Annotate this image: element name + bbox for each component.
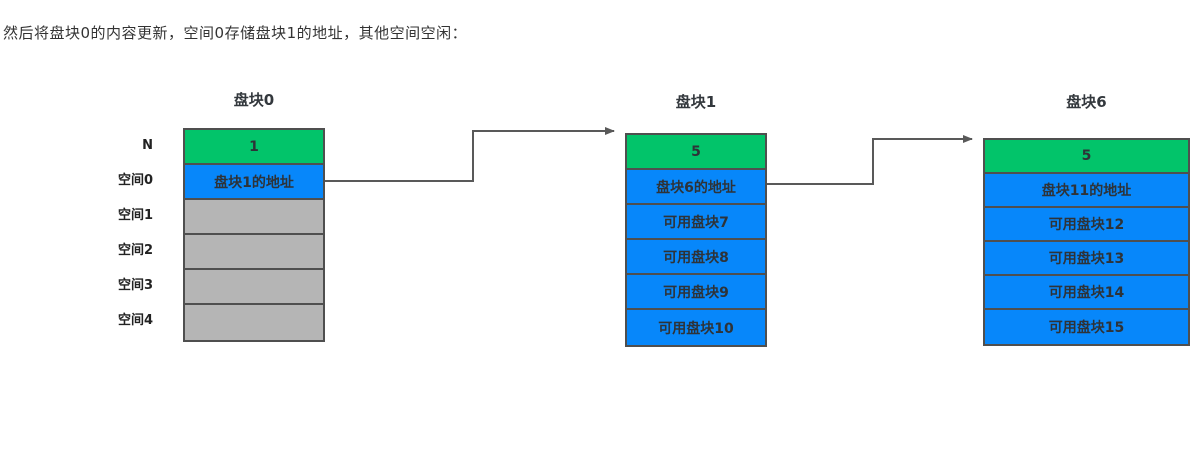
block0-table: 1 盘块1的地址 bbox=[183, 128, 325, 342]
block6-cell-free: 可用盘块13 bbox=[985, 242, 1188, 276]
block6-cell-free: 可用盘块15 bbox=[985, 310, 1188, 344]
block0-title: 盘块0 bbox=[233, 91, 275, 109]
arrow-block1-to-block6 bbox=[767, 135, 973, 185]
block1-cell-pointer: 盘块6的地址 bbox=[627, 170, 765, 205]
row-label-space1: 空间1 bbox=[117, 208, 153, 223]
block1-cell-free: 可用盘块9 bbox=[627, 275, 765, 310]
block0-cell-count: 1 bbox=[185, 130, 323, 165]
block1-cell-free: 可用盘块10 bbox=[627, 310, 765, 345]
row-label-column: N 空间0 空间1 空间2 空间3 空间4 bbox=[60, 128, 157, 338]
row-label-space3: 空间3 bbox=[117, 278, 153, 293]
block6-table: 5 盘块11的地址 可用盘块12 可用盘块13 可用盘块14 可用盘块15 bbox=[983, 138, 1190, 346]
block1-cell-free: 可用盘块7 bbox=[627, 205, 765, 240]
block6-cell-pointer: 盘块11的地址 bbox=[985, 174, 1188, 208]
page-title: 然后将盘块0的内容更新，空间0存储盘块1的地址，其他空间空闲： bbox=[3, 24, 468, 42]
row-label-space0: 空间0 bbox=[117, 173, 153, 188]
block0-cell-pointer: 盘块1的地址 bbox=[185, 165, 323, 200]
block6-cell-count: 5 bbox=[985, 140, 1188, 174]
block1-title: 盘块1 bbox=[675, 93, 717, 111]
arrow-block0-to-block1 bbox=[325, 127, 615, 182]
block6-cell-free: 可用盘块14 bbox=[985, 276, 1188, 310]
block0-cell-empty bbox=[185, 200, 323, 235]
row-label-n: N bbox=[142, 138, 153, 153]
block1-cell-free: 可用盘块8 bbox=[627, 240, 765, 275]
block0-cell-empty bbox=[185, 305, 323, 340]
block1-table: 5 盘块6的地址 可用盘块7 可用盘块8 可用盘块9 可用盘块10 bbox=[625, 133, 767, 347]
block1-cell-count: 5 bbox=[627, 135, 765, 170]
block6-cell-free: 可用盘块12 bbox=[985, 208, 1188, 242]
block6-title: 盘块6 bbox=[1066, 93, 1107, 111]
block0-cell-empty bbox=[185, 270, 323, 305]
block0-cell-empty bbox=[185, 235, 323, 270]
row-label-space4: 空间4 bbox=[117, 313, 153, 328]
row-label-space2: 空间2 bbox=[117, 243, 153, 258]
